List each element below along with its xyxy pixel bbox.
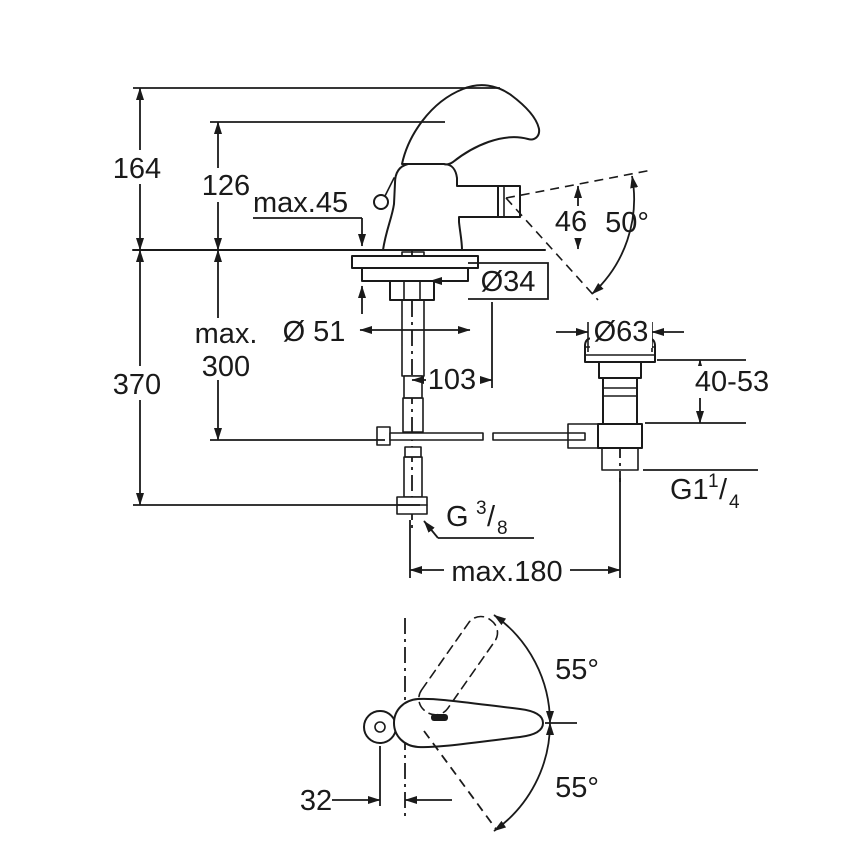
dim-label-dia51: Ø 51 bbox=[283, 316, 346, 348]
g38-denominator: 8 bbox=[497, 518, 508, 539]
spout-angle-ref-upper bbox=[505, 169, 653, 199]
dim-label-dia63: Ø63 bbox=[594, 316, 649, 348]
dim-label-32: 32 bbox=[300, 785, 332, 817]
handle-swivel-outline bbox=[418, 615, 499, 716]
mounting-nut bbox=[389, 280, 435, 301]
handle-rotated-position bbox=[418, 615, 499, 716]
spout-angle-ref-lower bbox=[505, 197, 599, 301]
dim-label-dia34: Ø34 bbox=[481, 266, 536, 298]
rod-clamp bbox=[376, 426, 391, 446]
waste-tailpiece bbox=[601, 447, 639, 471]
dia34-box bbox=[468, 262, 549, 300]
dim-label-max45: max.45 bbox=[253, 187, 348, 219]
horizontal-rod-left bbox=[389, 432, 484, 441]
g38-slash: / bbox=[487, 501, 496, 533]
handle-swivel-line-down bbox=[423, 730, 497, 830]
side-elevation-view bbox=[132, 84, 586, 530]
waste-upper-body bbox=[598, 361, 642, 379]
g114-slash: / bbox=[719, 474, 728, 506]
g38-leader bbox=[423, 520, 439, 539]
dim-label-46: 46 bbox=[555, 206, 587, 238]
handle-top-view bbox=[393, 697, 544, 749]
handle-logo-mark bbox=[431, 714, 448, 721]
waste-mid-body bbox=[602, 377, 638, 425]
g38-numerator: 3 bbox=[476, 498, 487, 519]
dim-label-max180: max.180 bbox=[451, 556, 562, 588]
g114-numerator: 1 bbox=[708, 471, 719, 492]
waste-lower-body bbox=[597, 423, 643, 449]
lever-tip-knob bbox=[373, 194, 389, 210]
pop-up-waste bbox=[567, 326, 656, 482]
angle-label-55-bottom: 55° bbox=[555, 772, 599, 804]
top-plan-view bbox=[332, 614, 577, 832]
spout-top-view bbox=[363, 710, 397, 744]
dim-label-103: 103 bbox=[428, 364, 476, 396]
hose-neck bbox=[404, 446, 422, 458]
angle-50-arc bbox=[591, 175, 639, 295]
faucet-body bbox=[382, 163, 499, 251]
dim-label-max300-line1: max. bbox=[195, 318, 258, 350]
spout-outlet bbox=[374, 721, 386, 733]
lever-handle bbox=[401, 84, 541, 166]
thread-label-g38: G 3 / 8 bbox=[446, 489, 508, 539]
mounting-washer-bottom bbox=[361, 267, 469, 282]
g38-base: G bbox=[446, 501, 469, 533]
dim-label-4053: 40-53 bbox=[695, 366, 769, 398]
angle-label-55-top: 55° bbox=[555, 654, 599, 686]
thread-label-g114: G1 1 / 4 bbox=[670, 462, 740, 513]
g114-denominator: 4 bbox=[729, 492, 740, 513]
dim-label-164: 164 bbox=[113, 153, 161, 185]
angle-55-arc-bottom bbox=[493, 722, 555, 832]
pull-rod-section bbox=[402, 397, 424, 433]
horizontal-rod-right bbox=[492, 432, 586, 441]
angle-label-50: 50° bbox=[605, 207, 649, 239]
g114-base: G1 bbox=[670, 474, 709, 506]
dimension-labels: 164 126 max.45 46 50° Ø34 Ø 51 max. 300 … bbox=[113, 153, 769, 817]
lever-tip-link bbox=[384, 177, 395, 197]
label-backgrounds bbox=[108, 150, 774, 588]
dim-label-126: 126 bbox=[202, 170, 250, 202]
dim-label-370: 370 bbox=[113, 369, 161, 401]
flex-hose bbox=[403, 456, 423, 498]
angle-55-arc-top bbox=[493, 614, 555, 724]
mounting-washer-top bbox=[351, 255, 479, 269]
dim-label-max300-line2: 300 bbox=[202, 351, 250, 383]
